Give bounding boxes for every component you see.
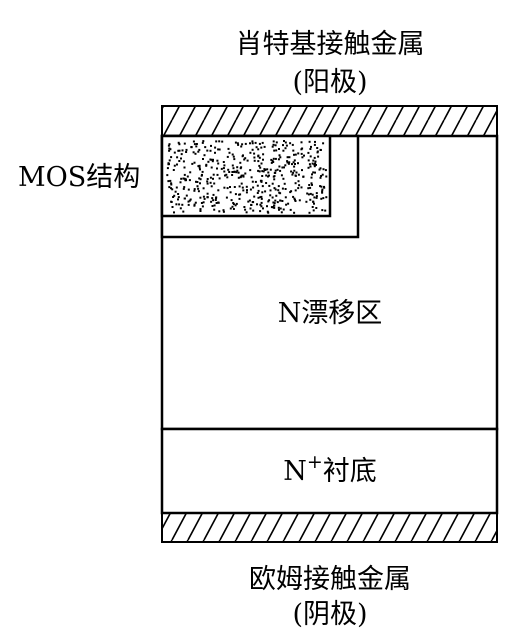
cathode-label: (阴极) <box>292 599 367 630</box>
ohmic-cathode-metal-layer <box>161 512 498 543</box>
mos-structure-label: MOS结构 <box>18 162 140 193</box>
mos-stipple-dots <box>166 140 328 214</box>
anode-label: (阳极) <box>292 67 367 98</box>
substrate-superscript: + <box>307 451 323 473</box>
substrate-suffix: 衬底 <box>323 456 377 487</box>
substrate-prefix: N <box>283 456 307 487</box>
top-contact-label: 肖特基接触金属 <box>236 29 425 60</box>
drift-region-label: N漂移区 <box>278 298 383 329</box>
schottky-anode-metal-layer <box>161 105 498 137</box>
bottom-contact-label: 欧姆接触金属 <box>249 564 411 595</box>
substrate-label: N+衬底 <box>283 451 377 487</box>
